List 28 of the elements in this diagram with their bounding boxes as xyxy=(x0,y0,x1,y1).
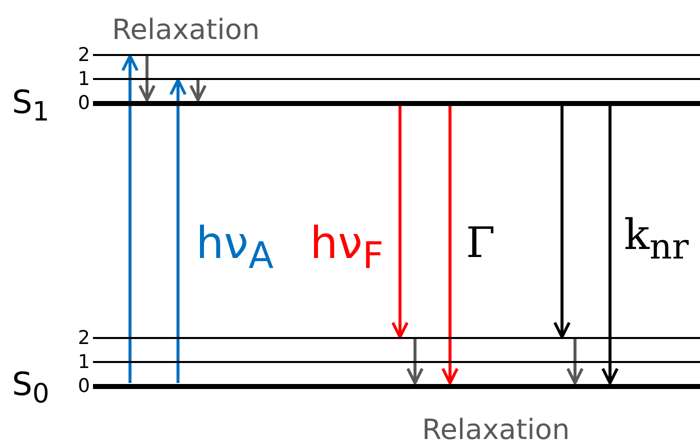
transition-arrow xyxy=(406,339,424,384)
vibrational-level-number: 1 xyxy=(76,69,90,89)
transition-arrow xyxy=(391,106,409,338)
transition-arrow xyxy=(553,106,571,338)
relaxation-label: Relaxation xyxy=(422,416,570,444)
transition-arrow xyxy=(601,106,619,384)
energy-level xyxy=(76,95,700,111)
transition-arrow xyxy=(138,56,156,102)
vibrational-level-number: 2 xyxy=(76,328,90,348)
transition-arrow xyxy=(169,78,187,383)
transition-arrow xyxy=(121,54,139,383)
relaxation-label: Relaxation xyxy=(112,16,260,44)
vibrational-level-number: 1 xyxy=(76,352,90,372)
transition-arrow xyxy=(566,339,584,384)
vibrational-level-number: 2 xyxy=(76,45,90,65)
transition-arrow xyxy=(441,106,459,384)
vibrational-level-number: 0 xyxy=(76,376,90,396)
fluorescence-label: hν$_{F}$ xyxy=(310,222,384,274)
energy-level xyxy=(76,47,700,63)
state-label: S$_{0}$ xyxy=(12,368,50,408)
energy-level xyxy=(76,330,700,346)
energy-level xyxy=(76,378,700,394)
state-label: S$_{1}$ xyxy=(12,86,50,126)
absorption-label: hν$_{A}$ xyxy=(196,222,274,274)
decay-rate-label: Γ xyxy=(466,222,496,264)
rate-label: k$_{nr}$ xyxy=(624,214,689,266)
vibrational-level-number: 0 xyxy=(76,93,90,113)
transition-arrow xyxy=(189,80,207,102)
